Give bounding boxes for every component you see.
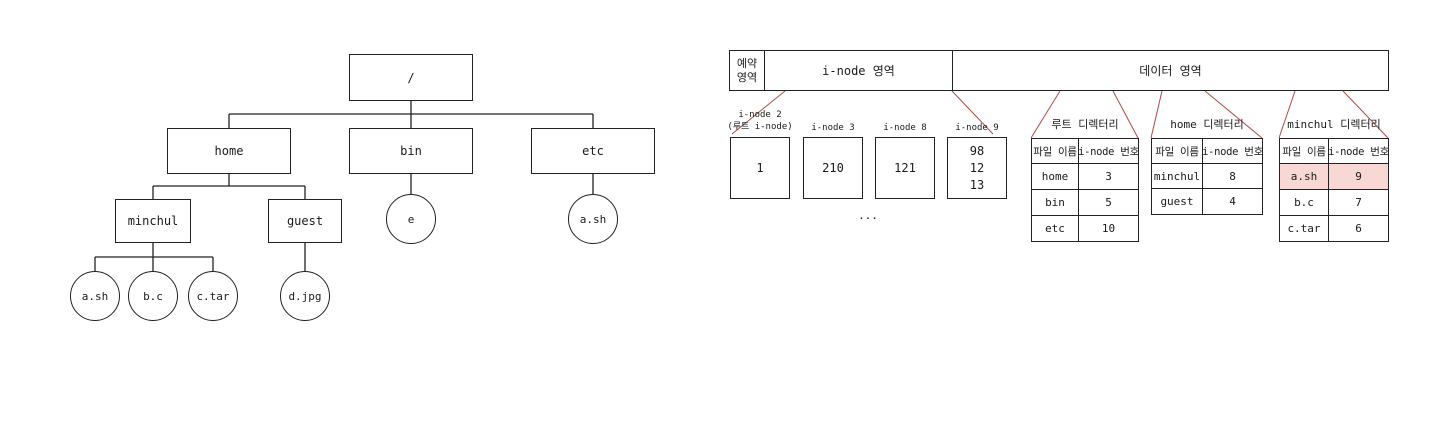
inode-3-block: 210 [803, 137, 863, 199]
table-cell: 5 [1078, 189, 1139, 216]
inode-ellipsis: ... [858, 209, 878, 222]
table-header: i-node 번호 [1202, 138, 1263, 164]
disk-inode-label: i-node 영역 [822, 64, 895, 78]
root-dir-title: 루트 디렉터리 [1051, 118, 1119, 131]
inode-value: 121 [894, 161, 916, 175]
disk-data-area: 데이터 영역 [952, 50, 1389, 91]
home-dir-title: home 디렉터리 [1170, 118, 1244, 131]
table-cell: minchul [1151, 163, 1203, 189]
tree-file-d-jpg: d.jpg [280, 271, 330, 321]
inode-value: 98 [969, 143, 985, 158]
table-cell-highlighted: 9 [1328, 163, 1389, 190]
table-cell: bin [1031, 189, 1079, 216]
table-cell: 7 [1328, 189, 1389, 216]
table-header: 파일 이름 [1151, 138, 1203, 164]
table-header: i-node 번호 [1078, 138, 1139, 164]
inode-value: 210 [822, 161, 844, 175]
table-cell: etc [1031, 215, 1079, 242]
inode-value: 1 [756, 161, 764, 175]
inode-2-block: 1 [730, 137, 790, 199]
inode-9-caption: i-node 9 [955, 123, 999, 133]
tree-node-etc: etc [531, 128, 655, 174]
tree-file-e: e [386, 194, 436, 244]
tree-node-label: / [407, 70, 415, 85]
tree-node-bin: bin [349, 128, 473, 174]
tree-file-c-tar: c.tar [188, 271, 238, 321]
table-cell: 3 [1078, 163, 1139, 190]
tree-file-label: b.c [143, 289, 163, 303]
tree-file-a-sh: a.sh [70, 271, 120, 321]
table-cell: 8 [1202, 163, 1263, 189]
inode-value: 13 [969, 177, 985, 192]
disk-reserved-label: 예약 [736, 56, 758, 70]
inode-8-caption: i-node 8 [883, 123, 927, 133]
table-header: i-node 번호 [1328, 138, 1389, 164]
table-cell: 4 [1202, 188, 1263, 215]
tree-node-label: guest [286, 214, 324, 228]
tree-node-minchul: minchul [115, 199, 191, 243]
disk-inode-area: i-node 영역 [764, 50, 953, 91]
table-cell: home [1031, 163, 1079, 190]
table-cell: 10 [1078, 215, 1139, 242]
tree-file-label: c.tar [196, 289, 230, 303]
inode-9-block: 98 12 13 [947, 137, 1007, 199]
tree-file-b-c: b.c [128, 271, 178, 321]
minchul-dir-title: minchul 디렉터리 [1287, 118, 1381, 131]
tree-file-label: d.jpg [288, 289, 322, 303]
disk-reserved-label: 영역 [736, 70, 758, 84]
tree-node-label: home [214, 144, 244, 158]
tree-file-label: e [407, 212, 415, 226]
disk-reserved-area: 예약 영역 [729, 50, 765, 91]
inode-2-subcaption: (루트 i-node) [727, 122, 793, 132]
tree-node-root: / [349, 54, 473, 101]
tree-node-label: etc [582, 144, 604, 158]
table-header: 파일 이름 [1279, 138, 1329, 164]
inode-3-caption: i-node 3 [811, 123, 855, 133]
tree-node-label: bin [400, 144, 422, 158]
inode-2-caption: i-node 2 [738, 110, 782, 120]
inode-8-block: 121 [875, 137, 935, 199]
table-cell: guest [1151, 188, 1203, 215]
table-header: 파일 이름 [1031, 138, 1079, 164]
tree-file-label: a.sh [579, 212, 607, 226]
table-cell: b.c [1279, 189, 1329, 216]
table-cell: 6 [1328, 215, 1389, 242]
tree-node-home: home [167, 128, 291, 174]
table-cell-highlighted: a.sh [1279, 163, 1329, 190]
tree-node-label: minchul [127, 214, 179, 228]
inode-value: 12 [969, 160, 985, 175]
tree-file-label: a.sh [81, 289, 109, 303]
tree-node-guest: guest [268, 199, 342, 243]
table-cell: c.tar [1279, 215, 1329, 242]
tree-file-etc-a-sh: a.sh [568, 194, 618, 244]
disk-data-label: 데이터 영역 [1139, 64, 1202, 78]
